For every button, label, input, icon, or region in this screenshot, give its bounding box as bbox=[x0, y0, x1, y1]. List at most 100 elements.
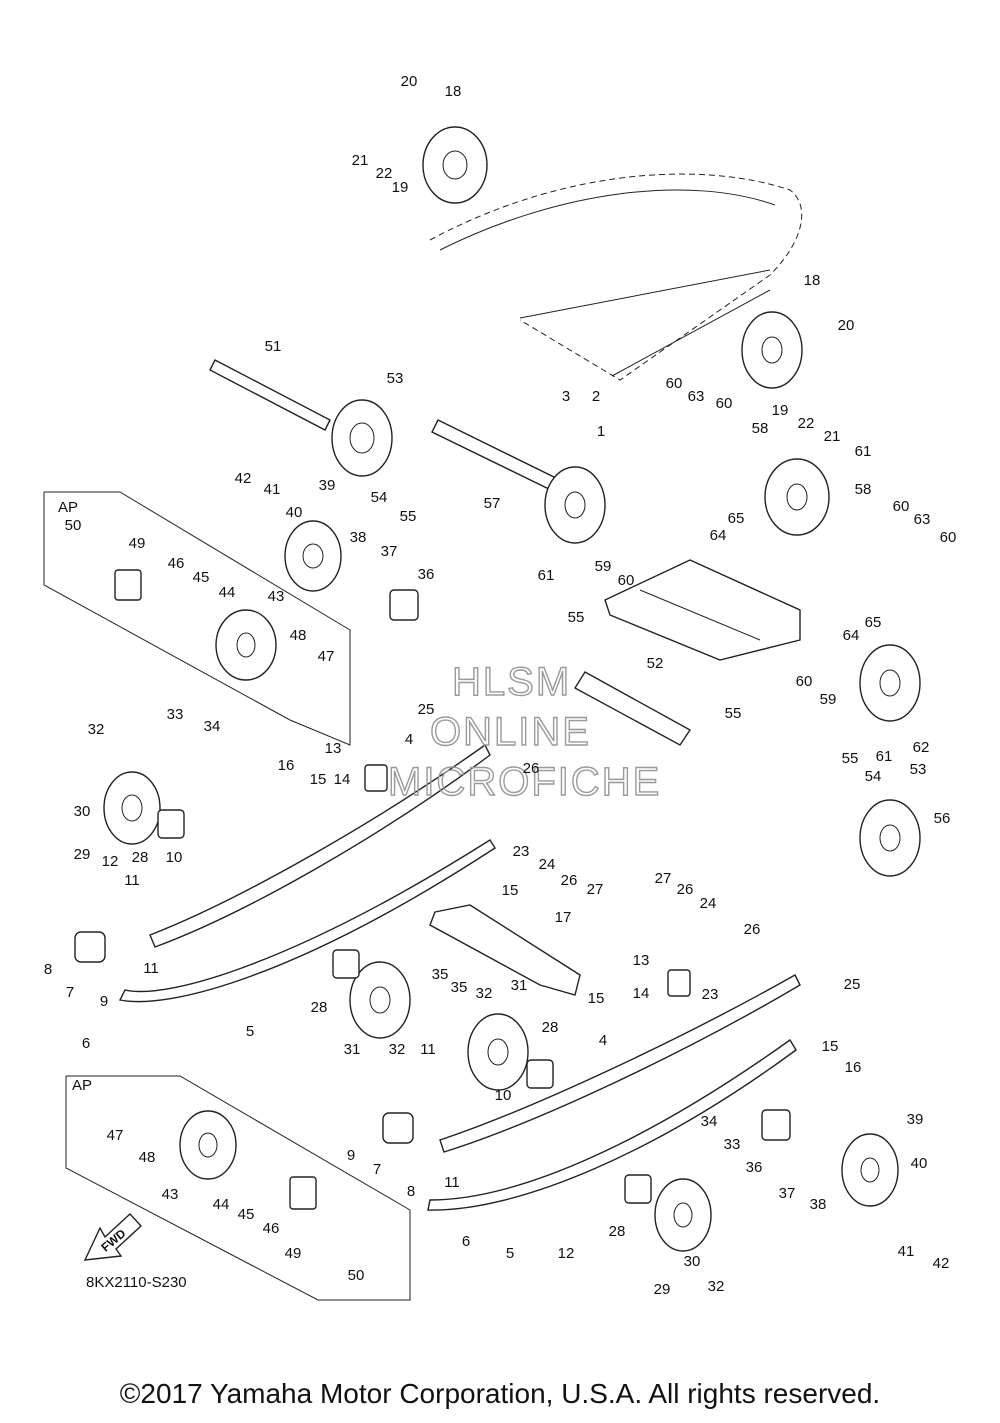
callout-25: 25 bbox=[844, 976, 861, 993]
callout-59: 59 bbox=[595, 558, 612, 575]
callout-24: 24 bbox=[700, 895, 717, 912]
watermark-line3: MICROFICHE bbox=[388, 760, 661, 804]
callout-48: 48 bbox=[290, 627, 307, 644]
callout-46: 46 bbox=[263, 1220, 280, 1237]
callout-35: 35 bbox=[432, 966, 449, 983]
callout-2: 2 bbox=[592, 388, 600, 405]
callout-26: 26 bbox=[677, 881, 694, 898]
callout-65: 65 bbox=[865, 614, 882, 631]
block-36-lower bbox=[761, 1109, 791, 1141]
callout-6: 6 bbox=[462, 1233, 470, 1250]
callout-20: 20 bbox=[401, 73, 418, 90]
callout-38: 38 bbox=[810, 1196, 827, 1213]
callout-16: 16 bbox=[278, 757, 295, 774]
callout-44: 44 bbox=[213, 1196, 230, 1213]
callout-29: 29 bbox=[74, 846, 91, 863]
callout-63: 63 bbox=[688, 388, 705, 405]
callout-31: 31 bbox=[344, 1041, 361, 1058]
callout-19: 19 bbox=[772, 402, 789, 419]
callout-48: 48 bbox=[139, 1149, 156, 1166]
callout-46: 46 bbox=[168, 555, 185, 572]
callout-34: 34 bbox=[204, 718, 221, 735]
callout-15: 15 bbox=[310, 771, 327, 788]
wheel-30-left bbox=[103, 771, 161, 845]
callout-11: 11 bbox=[124, 872, 140, 889]
wheel-39-upper bbox=[284, 520, 342, 592]
wheel-43-lower bbox=[179, 1110, 237, 1180]
callout-47: 47 bbox=[107, 1127, 124, 1144]
callout-19: 19 bbox=[392, 179, 409, 196]
callout-26: 26 bbox=[744, 921, 761, 938]
callout-62: 62 bbox=[913, 739, 930, 756]
callout-13: 13 bbox=[325, 740, 342, 757]
callout-35: 35 bbox=[451, 979, 468, 996]
callout-30: 30 bbox=[684, 1253, 701, 1270]
callout-34: 34 bbox=[701, 1113, 718, 1130]
callout-60: 60 bbox=[940, 529, 957, 546]
callout-11: 11 bbox=[420, 1041, 436, 1058]
callout-11: 11 bbox=[143, 960, 159, 977]
callout-21: 21 bbox=[824, 428, 841, 445]
callout-41: 41 bbox=[264, 481, 281, 498]
callout-22: 22 bbox=[798, 415, 815, 432]
callout-16: 16 bbox=[845, 1059, 862, 1076]
block-7-lower bbox=[382, 1112, 414, 1144]
callout-44: 44 bbox=[219, 584, 236, 601]
copyright-notice: ©2017 Yamaha Motor Corporation, U.S.A. A… bbox=[119, 1378, 881, 1409]
callout-8: 8 bbox=[44, 961, 52, 978]
callout-40: 40 bbox=[911, 1155, 928, 1172]
slide-rail-right bbox=[427, 974, 801, 1211]
callout-54: 54 bbox=[371, 489, 388, 506]
block-13-left bbox=[364, 764, 388, 792]
wheel-61-right bbox=[859, 644, 921, 722]
callout-13: 13 bbox=[633, 952, 650, 969]
callout-32: 32 bbox=[389, 1041, 406, 1058]
callout-40: 40 bbox=[286, 504, 303, 521]
callout-27: 27 bbox=[655, 870, 672, 887]
callout-23: 23 bbox=[702, 986, 719, 1003]
callout-60: 60 bbox=[618, 572, 635, 589]
callout-7: 7 bbox=[373, 1161, 381, 1178]
watermark-line1: HLSM bbox=[452, 660, 571, 704]
block-28-lower bbox=[624, 1174, 652, 1204]
callout-24: 24 bbox=[539, 856, 556, 873]
diagram-code: 8KX2110-S230 bbox=[86, 1274, 187, 1291]
shaft-57 bbox=[431, 419, 561, 493]
callout-60: 60 bbox=[796, 673, 813, 690]
wheel-31-center bbox=[349, 961, 411, 1039]
wheel-43-upper bbox=[215, 609, 277, 681]
callout-4: 4 bbox=[599, 1032, 607, 1049]
callout-55: 55 bbox=[725, 705, 742, 722]
callout-52: 52 bbox=[647, 655, 664, 672]
callout-6: 6 bbox=[82, 1035, 90, 1052]
block-28-center bbox=[332, 949, 360, 979]
callout-33: 33 bbox=[167, 706, 184, 723]
callout-18: 18 bbox=[445, 83, 462, 100]
callout-55: 55 bbox=[842, 750, 859, 767]
callout-3: 3 bbox=[562, 388, 570, 405]
callout-28: 28 bbox=[609, 1223, 626, 1240]
callout-58: 58 bbox=[855, 481, 872, 498]
callout-37: 37 bbox=[779, 1185, 796, 1202]
callout-15: 15 bbox=[588, 990, 605, 1007]
callout-4: 4 bbox=[405, 731, 413, 748]
callout-5: 5 bbox=[246, 1023, 254, 1040]
callout-60: 60 bbox=[666, 375, 683, 392]
callout-42: 42 bbox=[933, 1255, 950, 1272]
wheel-53-upper bbox=[331, 399, 393, 477]
callout-36: 36 bbox=[746, 1159, 763, 1176]
callout-28: 28 bbox=[311, 999, 328, 1016]
callout-41: 41 bbox=[898, 1243, 915, 1260]
callout-31: 31 bbox=[511, 977, 528, 994]
callout-5: 5 bbox=[506, 1245, 514, 1262]
watermark: HLSM ONLINE MICROFICHE bbox=[387, 659, 661, 804]
callout-11: 11 bbox=[444, 1174, 460, 1191]
ap-box-top: AP bbox=[43, 491, 351, 746]
callout-61: 61 bbox=[876, 748, 893, 765]
callout-10: 10 bbox=[166, 849, 183, 866]
fwd-arrow-icon: FWD bbox=[83, 1213, 142, 1261]
callout-39: 39 bbox=[907, 1111, 924, 1128]
callout-15: 15 bbox=[502, 882, 519, 899]
